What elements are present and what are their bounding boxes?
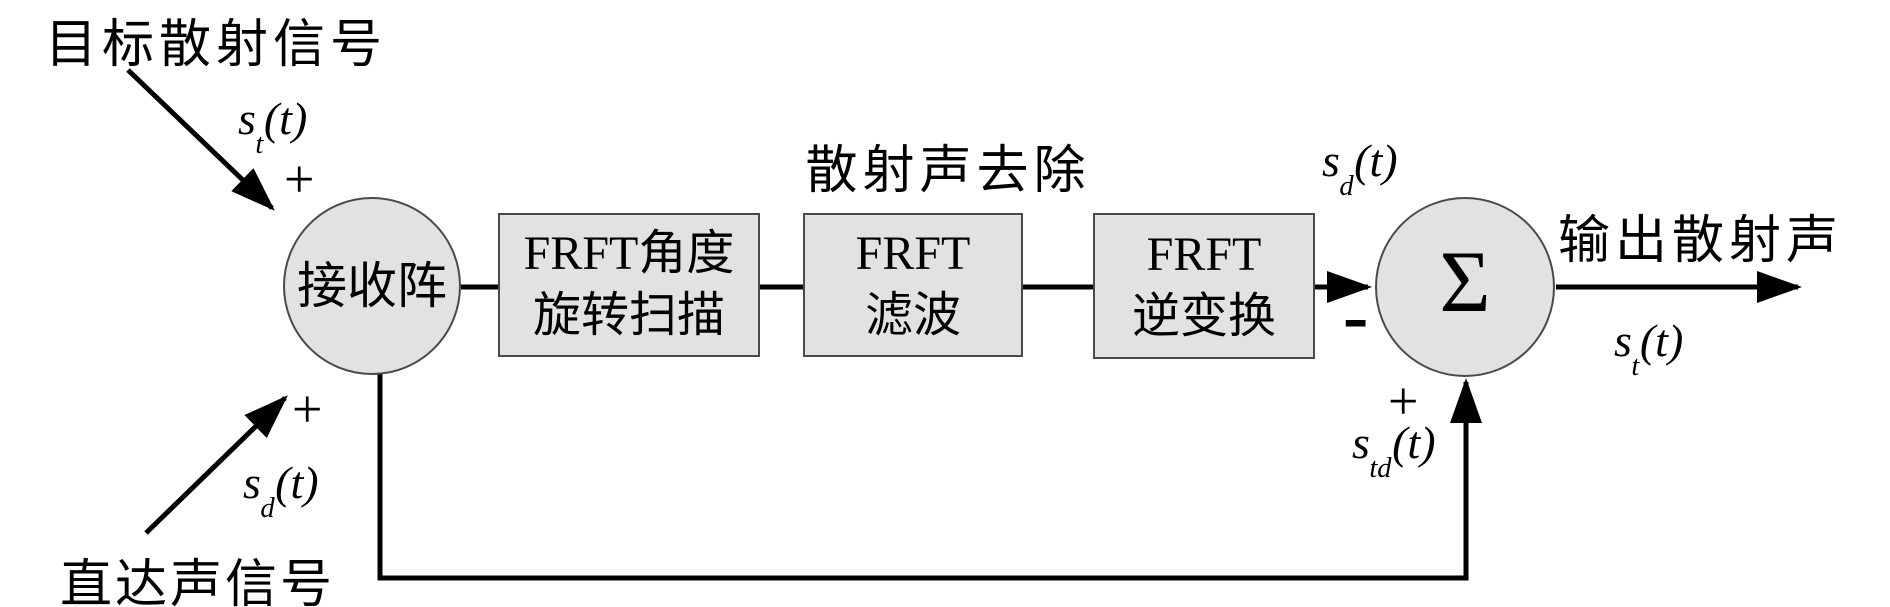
sd-top-label: sd(t) [1322,135,1398,202]
frft-inverse-line1: FRFT [1146,227,1262,281]
arrow-direct-input [144,395,288,535]
node-summer: Σ [1375,197,1555,377]
std-feedback-label: std(t) [1352,417,1436,484]
st-output-sub: t [1631,351,1640,383]
node-frft-filter: FRFT 滤波 [803,213,1023,357]
frft-inverse-label: FRFT 逆变换 [1132,224,1276,349]
node-frft-inverse: FRFT 逆变换 [1093,213,1315,359]
st-output-base: s [1614,315,1632,366]
frft-filter-line1: FRFT [855,226,971,280]
sd-top-args: (t) [1354,135,1398,186]
sd-input-label: sd(t) [243,457,319,524]
plus-target-sign: + [284,149,315,209]
frft-angle-scan-line1: FRFT角度 [523,226,735,280]
st-output-args: (t) [1639,315,1684,366]
node-receive-array: 接收阵 [283,197,461,375]
removal-title: 散射声去除 [805,143,1091,200]
std-feedback-base: s [1352,417,1370,468]
plus-feedback-sign: + [1388,371,1419,431]
frft-inverse-line2: 逆变换 [1131,290,1276,343]
sd-input-sub: d [260,493,275,525]
output-signal-label: 输出散射声 [1558,213,1844,270]
frft-filter-line2: 滤波 [864,289,961,342]
minus-input-sign: - [1343,274,1369,358]
st-input-label: st(t) [238,93,308,160]
st-input-base: s [238,93,256,144]
arrow-target-input [126,68,275,211]
node-frft-angle-scan: FRFT角度 旋转扫描 [498,213,760,357]
plus-direct-sign: + [292,379,323,439]
sigma-symbol: Σ [1439,234,1491,331]
st-input-sub: t [255,129,264,161]
sd-top-sub: d [1339,171,1354,203]
sd-top-base: s [1322,135,1340,186]
target-signal-label: 目标散射信号 [45,17,388,74]
direct-signal-label: 直达声信号 [60,557,336,607]
frft-filter-label: FRFT 滤波 [856,223,971,348]
std-feedback-args: (t) [1392,417,1436,468]
st-input-args: (t) [263,93,308,144]
receive-array-label: 接收阵 [297,257,447,314]
st-output-label: st(t) [1614,315,1684,382]
frft-angle-scan-line2: 旋转扫描 [532,289,725,342]
sd-input-base: s [243,457,261,508]
std-feedback-sub: td [1369,453,1392,485]
arrow-feedback [377,374,1483,581]
sd-input-args: (t) [275,457,319,508]
frft-angle-scan-label: FRFT角度 旋转扫描 [524,223,735,348]
